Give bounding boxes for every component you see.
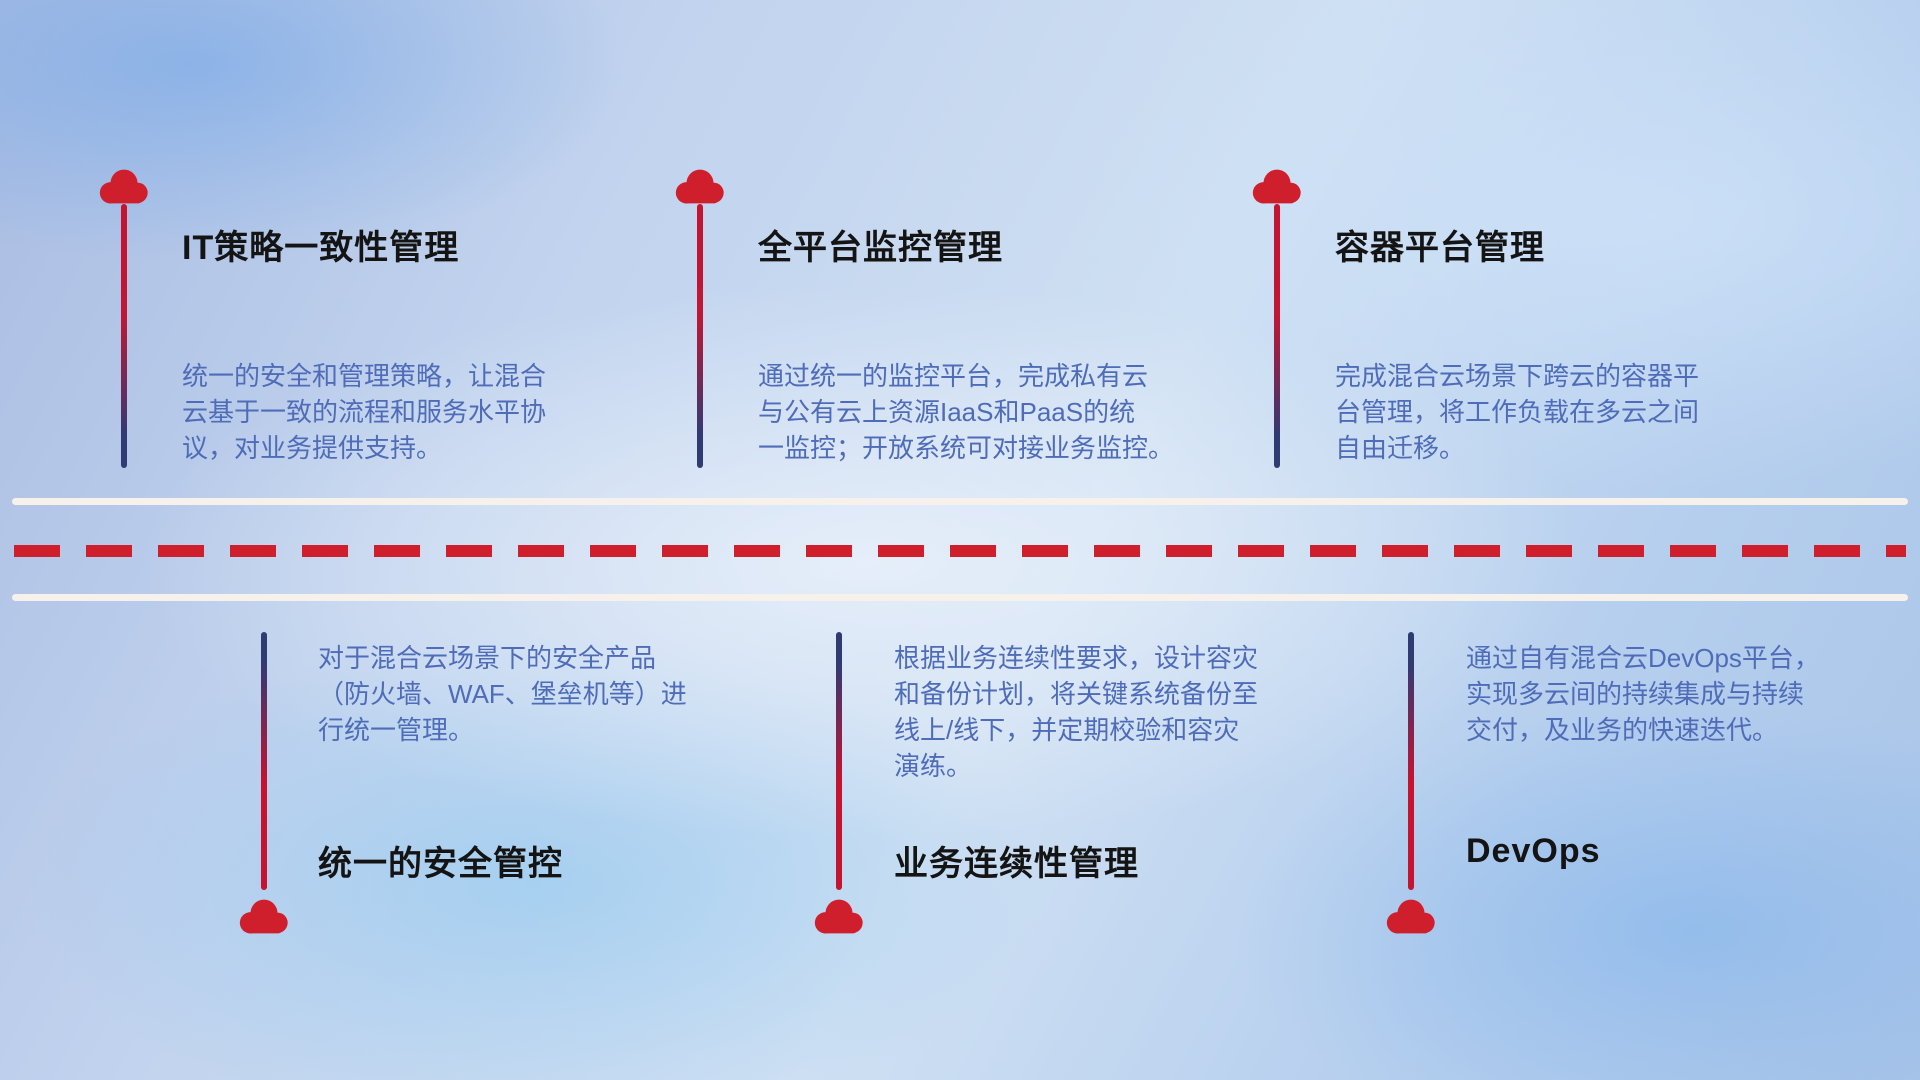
cloud-icon [95,166,153,208]
timeline-connector-line [1408,632,1414,890]
capability-title: IT策略一致性管理 [182,229,460,267]
capability-title: 业务连续性管理 [894,845,1139,883]
cloud-icon-svg [675,169,724,204]
capability-description: 通过统一的监控平台，完成私有云 与公有云上资源IaaS和PaaS的统 一监控；开… [758,361,1175,463]
capability-description: 根据业务连续性要求，设计容灾 和备份计划，将关键系统备份至 线上/线下，并定期校… [894,643,1259,781]
timeline-connector-line [1274,204,1280,468]
timeline-connector-line [261,632,267,890]
cloud-icon [810,896,868,938]
capability-title: DevOps [1466,832,1601,870]
cloud-icon-svg [814,899,863,934]
capability-description: 统一的安全和管理策略，让混合 云基于一致的流程和服务水平协 议，对业务提供支持。 [182,361,547,463]
capability-title: 全平台监控管理 [758,229,1003,267]
cloud-icon-svg [99,169,148,204]
capability-description: 通过自有混合云DevOps平台， 实现多云间的持续集成与持续 交付，及业务的快速… [1466,643,1820,745]
divider-top-line [12,498,1908,505]
cloud-icon-svg [1252,169,1301,204]
divider-dashed-line [14,545,1906,557]
capability-title: 统一的安全管控 [318,845,563,883]
cloud-icon-svg [1386,899,1435,934]
capability-description: 对于混合云场景下的安全产品 （防火墙、WAF、堡垒机等）进 行统一管理。 [318,643,687,745]
capability-title: 容器平台管理 [1335,229,1545,267]
cloud-icon [1382,896,1440,938]
cloud-icon [671,166,729,208]
cloud-icon-svg [239,899,288,934]
timeline-connector-line [836,632,842,890]
timeline-connector-line [697,204,703,468]
divider-bottom-line [12,594,1908,601]
cloud-icon [235,896,293,938]
capability-description: 完成混合云场景下跨云的容器平 台管理，将工作负载在多云之间 自由迁移。 [1335,361,1700,463]
cloud-icon [1248,166,1306,208]
timeline-connector-line [121,204,127,468]
